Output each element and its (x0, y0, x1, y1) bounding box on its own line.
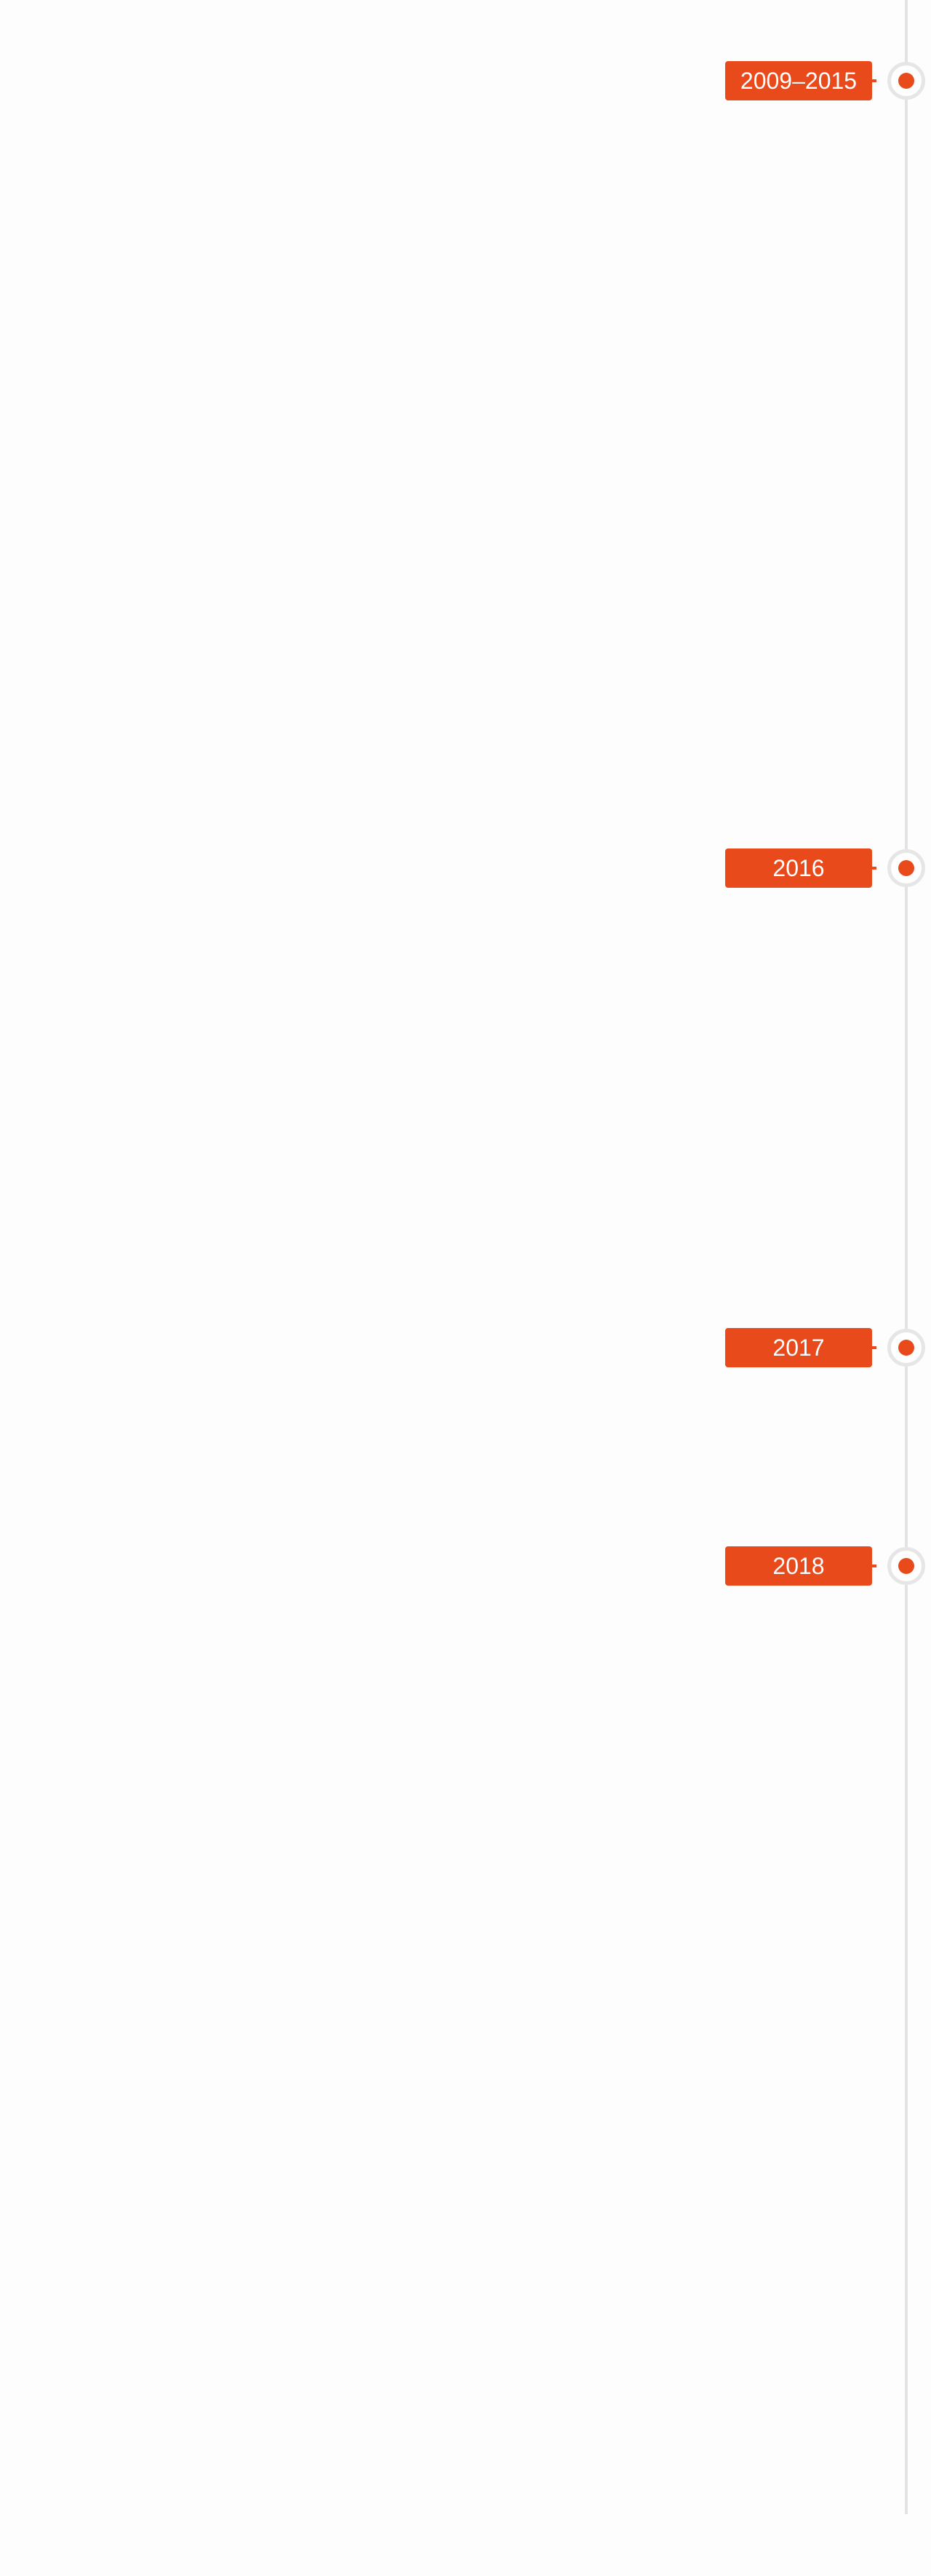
tag-connector (872, 1565, 876, 1567)
tag-connector (872, 1346, 876, 1349)
timeline-node-dot-icon (898, 1558, 914, 1574)
year-tag[interactable]: 2017 (725, 1328, 872, 1367)
tag-connector (872, 79, 876, 82)
year-tag[interactable]: 2016 (725, 848, 872, 888)
timeline-node[interactable] (887, 1547, 925, 1585)
year-tag[interactable]: 2009–2015 (725, 61, 872, 100)
timeline-node-dot-icon (898, 73, 914, 89)
timeline-node[interactable] (887, 1329, 925, 1367)
year-tag[interactable]: 2018 (725, 1546, 872, 1586)
timeline-node-dot-icon (898, 860, 914, 876)
timeline-node[interactable] (887, 62, 925, 100)
timeline-line (905, 0, 908, 2514)
timeline-node-dot-icon (898, 1340, 914, 1356)
timeline-node[interactable] (887, 849, 925, 887)
tag-connector (872, 867, 876, 870)
